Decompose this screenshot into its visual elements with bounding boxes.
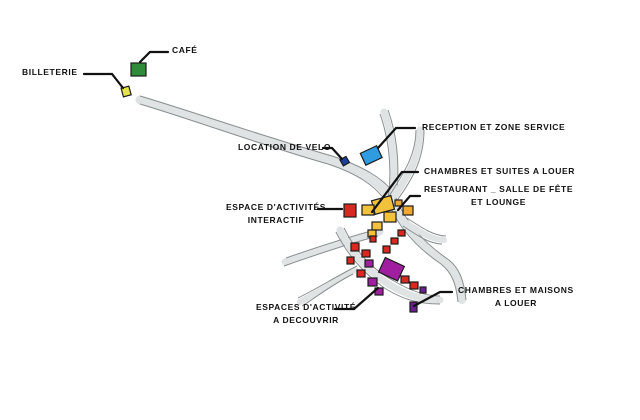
chambres-maisons-building bbox=[409, 301, 418, 313]
label-cafe: Café bbox=[172, 45, 198, 55]
label-restaurant-line2: et Lounge bbox=[471, 197, 527, 207]
leader-lines bbox=[82, 50, 454, 311]
espaces-decouvrir-buildings bbox=[346, 229, 419, 296]
label-chambres-maisons-line1: Chambres et Maisons bbox=[458, 285, 574, 295]
cafe-leader bbox=[138, 50, 170, 64]
label-restaurant-line1: Restaurant _ Salle de fête bbox=[424, 184, 574, 194]
label-espaces-decouvrir-line2: a decouvrir bbox=[273, 315, 339, 325]
west-branch-road bbox=[297, 267, 358, 305]
location-velo-leader bbox=[321, 146, 344, 161]
label-location-velo: Location de velo bbox=[238, 142, 332, 152]
restaurant-buildings bbox=[394, 199, 414, 216]
chambres-maisons-leader bbox=[412, 290, 454, 308]
label-chambres-maisons: Chambres et Maisons a louer bbox=[458, 284, 574, 310]
north-road bbox=[380, 108, 398, 204]
billeterie-leader bbox=[82, 72, 125, 90]
main-road bbox=[135, 95, 397, 205]
reception-leader bbox=[376, 126, 417, 150]
label-espaces-decouvrir: Espaces d'activité a decouvrir bbox=[256, 301, 356, 327]
label-chambres-maisons-line2: a louer bbox=[494, 298, 537, 308]
reception-building bbox=[359, 144, 383, 166]
label-restaurant: Restaurant _ Salle de fête et Lounge bbox=[424, 183, 573, 209]
chambres-maisons-building-2 bbox=[419, 286, 427, 294]
east-road bbox=[388, 126, 424, 204]
label-espaces-decouvrir-line1: Espaces d'activité bbox=[256, 302, 357, 312]
label-reception: Reception et Zone Service bbox=[422, 122, 566, 132]
espaces-decouvrir-leader bbox=[333, 286, 380, 311]
restaurant-leader bbox=[396, 194, 422, 212]
label-espace-interactif-line2: interactif bbox=[247, 215, 305, 225]
chambres-suites-leader bbox=[370, 170, 420, 214]
cafe-building bbox=[130, 62, 147, 77]
label-espace-interactif: Espace d'activités interactif bbox=[226, 201, 326, 227]
village-road bbox=[336, 226, 444, 304]
south-east-road bbox=[388, 196, 466, 304]
label-espace-interactif-line1: Espace d'activités bbox=[226, 202, 327, 212]
label-billeterie: Billeterie bbox=[22, 67, 78, 77]
label-chambres-suites: Chambres et Suites a louer bbox=[424, 166, 575, 176]
restaurant-spur bbox=[402, 219, 447, 243]
espace-interactif-building bbox=[343, 203, 357, 218]
